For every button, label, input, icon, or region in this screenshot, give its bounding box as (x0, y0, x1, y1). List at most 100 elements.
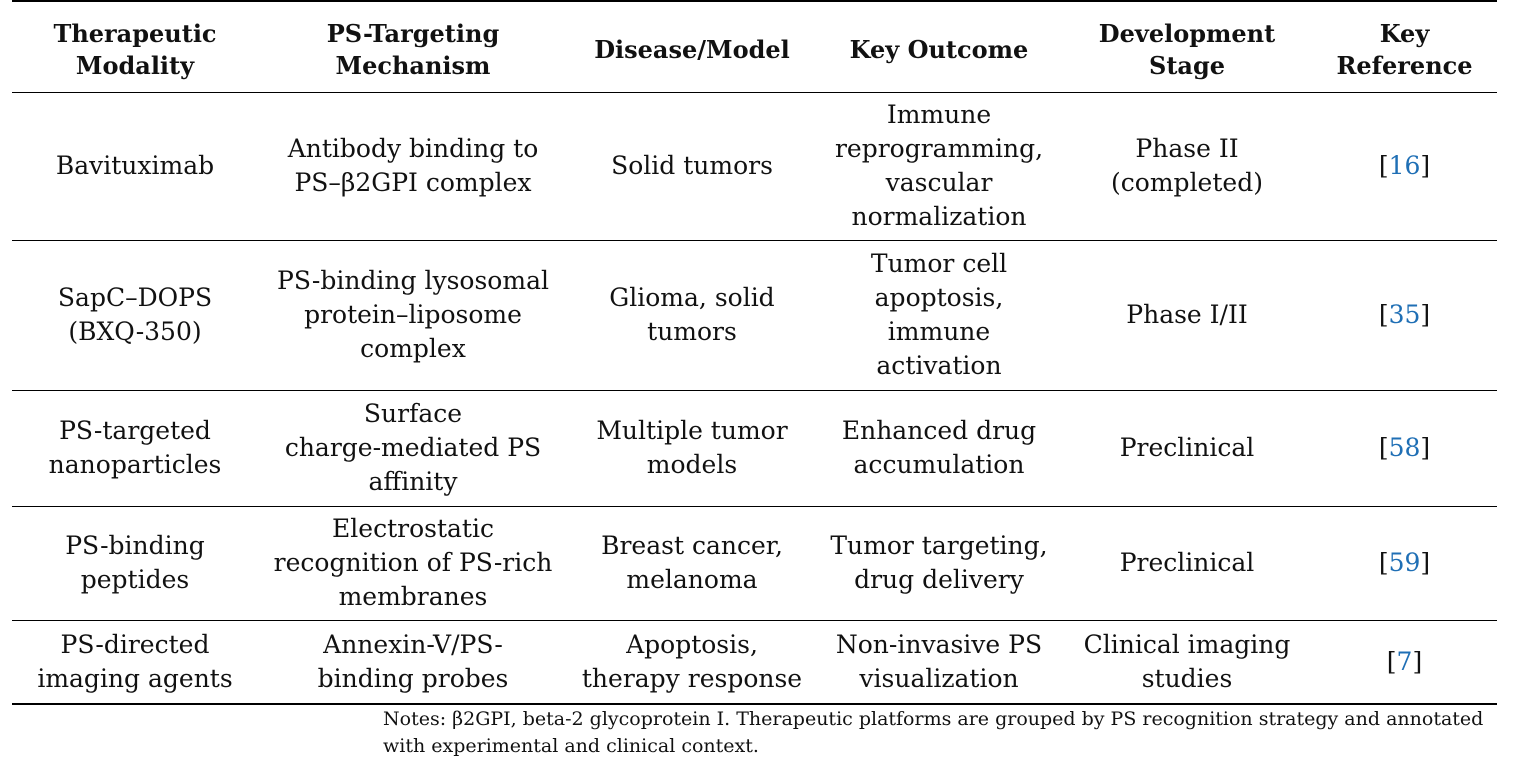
cell-line: Bavituximab (55, 151, 215, 180)
table-container: Therapeutic Modality PS-Targeting Mechan… (12, 0, 1497, 705)
cell-line: therapy response (581, 663, 803, 693)
cell-reference: [58] (1378, 433, 1431, 462)
cell-line: Electrostatic (332, 514, 494, 543)
cell-stage: Preclinical (1062, 390, 1312, 506)
cell-line: (completed) (1111, 168, 1263, 197)
cell-line: nanoparticles (48, 450, 222, 479)
cell-line: Breast cancer, (601, 531, 783, 560)
header-key-outcome: Key Outcome (816, 1, 1062, 92)
table-row: SapC–DOPS (BXQ-350) PS-binding lysosomal… (12, 240, 1497, 390)
header-development-stage: Development Stage (1062, 1, 1312, 92)
header-key-reference: Key Reference (1312, 1, 1497, 92)
header-row: Therapeutic Modality PS-Targeting Mechan… (12, 1, 1497, 92)
cell-line: peptides (80, 565, 190, 594)
header-ps-targeting-mechanism: PS-Targeting Mechanism (258, 1, 568, 92)
header-line: Modality (75, 50, 195, 80)
cell-line: Solid tumors (611, 151, 773, 180)
table-row: PS-targeted nanoparticles Surface charge… (12, 390, 1497, 506)
cell-line: charge-mediated PS (284, 433, 542, 462)
cell-disease: Breast cancer, melanoma (568, 506, 816, 620)
header-therapeutic-modality: Therapeutic Modality (12, 1, 258, 92)
cell-line: PS-binding (65, 531, 205, 560)
cell-line: Preclinical (1119, 433, 1255, 462)
cell-line: immune (887, 317, 991, 346)
header-disease-model: Disease/Model (568, 1, 816, 92)
header-line: Reference (1336, 50, 1473, 80)
cell-line: Clinical imaging (1083, 629, 1291, 659)
cell-reference: [35] (1378, 300, 1431, 329)
header-line: Key Outcome (849, 34, 1029, 64)
cell-line: Immune (886, 100, 992, 129)
cell-outcome: Enhanced drug accumulation (816, 390, 1062, 506)
cell-line: activation (876, 351, 1002, 380)
cell-line: Annexin-V/PS- (323, 629, 503, 659)
header-line: Stage (1148, 50, 1226, 80)
cell-line: reprogramming, (834, 134, 1044, 163)
cell-line: PS–β2GPI complex (294, 168, 532, 197)
cell-outcome: Immune reprogramming, vascular normaliza… (816, 92, 1062, 240)
cell-line: Non-invasive PS (835, 629, 1043, 659)
reference-link[interactable]: 16 (1388, 151, 1421, 180)
header-line: Therapeutic (53, 18, 217, 48)
cell-line: melanoma (626, 565, 758, 594)
reference-link[interactable]: 35 (1388, 300, 1421, 329)
cell-line: Glioma, solid (609, 283, 775, 312)
cell-line: complex (360, 334, 466, 363)
cell-line: studies (1141, 663, 1233, 693)
cell-mechanism: PS-binding lysosomal protein–liposome co… (258, 240, 568, 390)
cell-line: (BXQ-350) (68, 317, 202, 346)
table-notes: Notes: β2GPI, beta-2 glycoprotein I. The… (383, 706, 1503, 760)
therapeutic-table: Therapeutic Modality PS-Targeting Mechan… (12, 0, 1497, 705)
cell-reference: [16] (1378, 151, 1431, 180)
cell-line: Preclinical (1119, 548, 1255, 577)
header-line: Disease/Model (594, 34, 790, 64)
cell-modality: Bavituximab (12, 92, 258, 240)
header-line: Development (1098, 18, 1276, 48)
cell-disease: Multiple tumor models (568, 390, 816, 506)
cell-line: membranes (338, 582, 488, 611)
cell-outcome: Non-invasive PS visualization (816, 620, 1062, 704)
cell-line: Phase II (1135, 134, 1239, 163)
cell-line: accumulation (853, 450, 1025, 479)
cell-reference: [59] (1378, 548, 1431, 577)
cell-mechanism: Annexin-V/PS- binding probes (258, 620, 568, 704)
cell-stage: Phase II (completed) (1062, 92, 1312, 240)
cell-line: PS-directed (60, 629, 210, 659)
cell-line: Apoptosis, (626, 629, 758, 659)
cell-modality: SapC–DOPS (BXQ-350) (12, 240, 258, 390)
cell-line: apoptosis, (874, 283, 1004, 312)
cell-modality: PS-binding peptides (12, 506, 258, 620)
cell-mechanism: Antibody binding to PS–β2GPI complex (258, 92, 568, 240)
header-line: PS-Targeting (326, 18, 500, 48)
notes-line: Notes: β2GPI, beta-2 glycoprotein I. The… (383, 708, 1484, 730)
table-row: PS-binding peptides Electrostatic recogn… (12, 506, 1497, 620)
cell-line: vascular (885, 168, 993, 197)
cell-line: Phase I/II (1126, 300, 1248, 329)
cell-line: SapC–DOPS (57, 283, 213, 312)
cell-line: affinity (368, 467, 458, 496)
cell-line: Antibody binding to (287, 134, 539, 163)
cell-line: normalization (851, 202, 1027, 231)
notes-line: with experimental and clinical context. (383, 735, 759, 757)
cell-modality: PS-directed imaging agents (12, 620, 258, 704)
cell-modality: PS-targeted nanoparticles (12, 390, 258, 506)
cell-line: Surface (363, 399, 463, 428)
cell-line: Enhanced drug (841, 416, 1037, 445)
cell-stage: Preclinical (1062, 506, 1312, 620)
cell-stage: Phase I/II (1062, 240, 1312, 390)
cell-line: visualization (859, 663, 1019, 693)
table-row: PS-directed imaging agents Annexin-V/PS-… (12, 620, 1497, 704)
reference-link[interactable]: 59 (1388, 548, 1421, 577)
reference-link[interactable]: 58 (1388, 433, 1421, 462)
cell-line: models (646, 450, 738, 479)
cell-line: binding probes (317, 663, 509, 693)
reference-link[interactable]: 7 (1396, 646, 1413, 676)
cell-mechanism: Surface charge-mediated PS affinity (258, 390, 568, 506)
cell-line: Tumor cell (870, 249, 1008, 278)
cell-mechanism: Electrostatic recognition of PS-rich mem… (258, 506, 568, 620)
table-row: Bavituximab Antibody binding to PS–β2GPI… (12, 92, 1497, 240)
cell-disease: Solid tumors (568, 92, 816, 240)
cell-stage: Clinical imaging studies (1062, 620, 1312, 704)
cell-line: protein–liposome (304, 300, 522, 329)
cell-line: Tumor targeting, (830, 531, 1048, 560)
